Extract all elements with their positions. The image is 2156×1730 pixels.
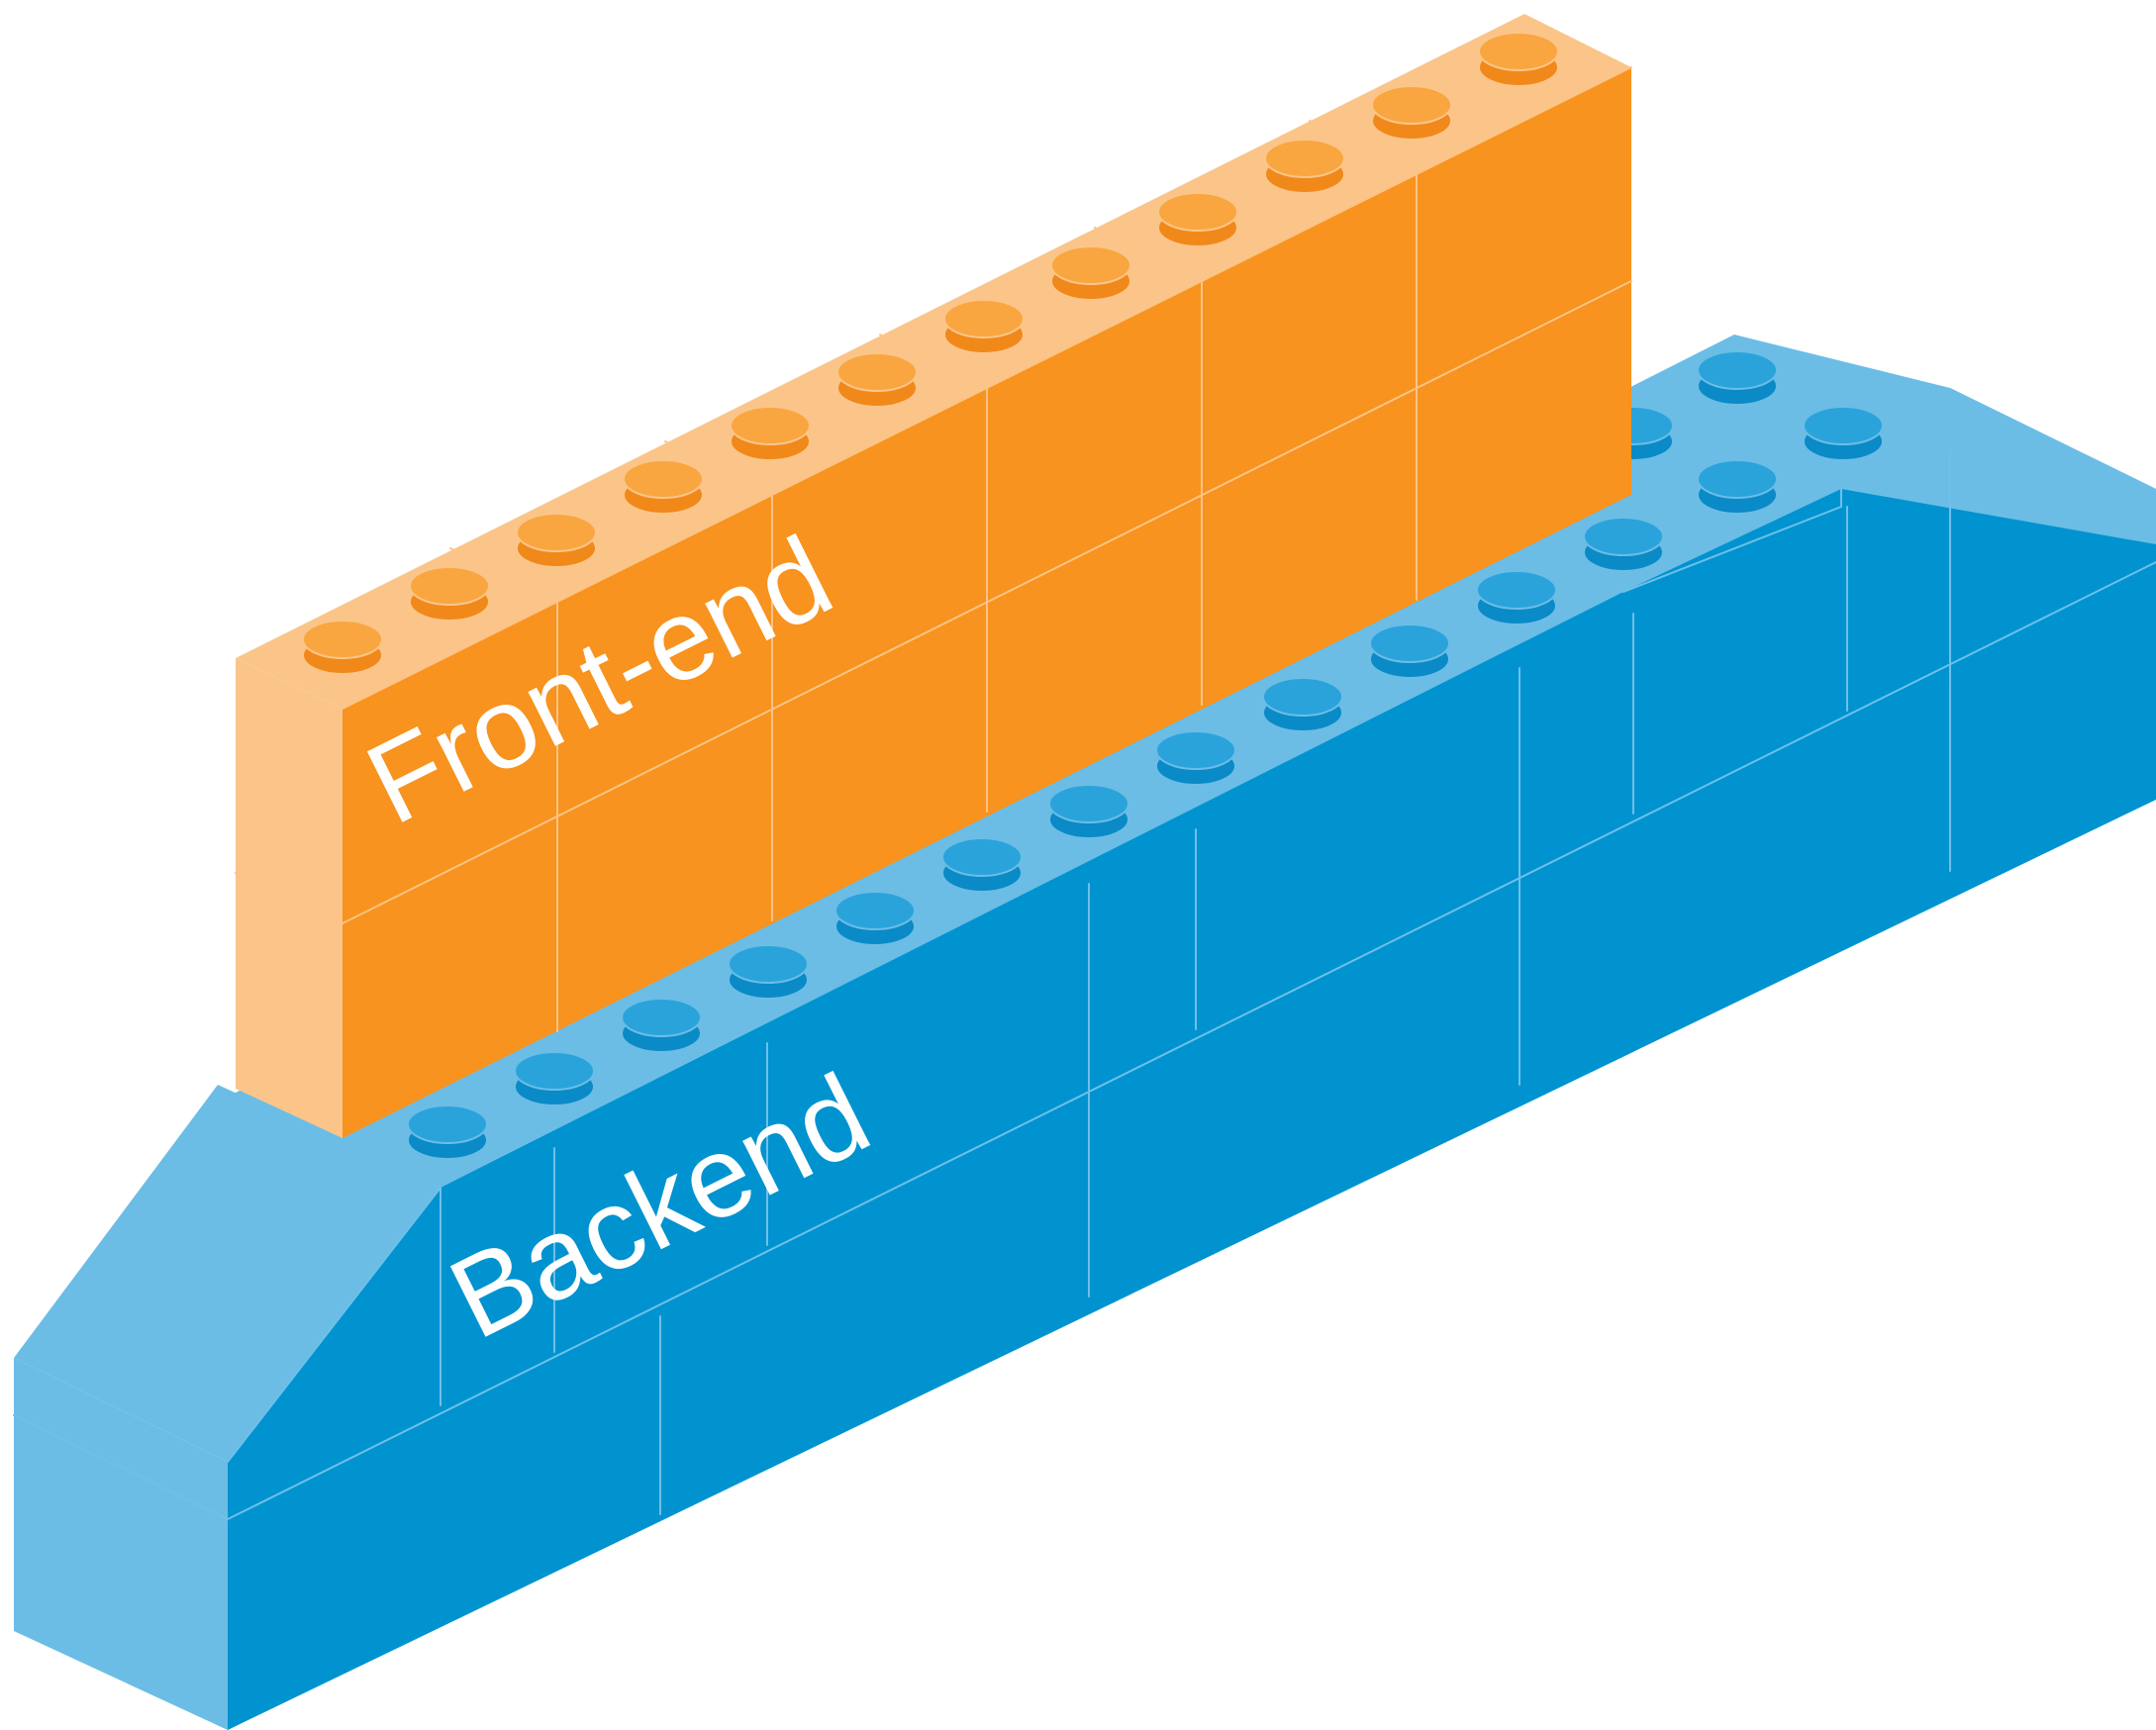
frontend-layer — [235, 14, 1632, 1138]
backend-right-slope — [1950, 388, 2156, 544]
backend-left-slope — [14, 1085, 441, 1462]
backend-upper-front — [441, 489, 2156, 1405]
backend-front-face — [228, 507, 2156, 1730]
backend-left-end-face — [14, 1358, 228, 1730]
backend-layer — [13, 335, 2156, 1730]
frontend-studs — [302, 32, 1559, 675]
backend-seams — [13, 450, 2156, 1520]
frontend-seams — [235, 66, 1632, 1032]
